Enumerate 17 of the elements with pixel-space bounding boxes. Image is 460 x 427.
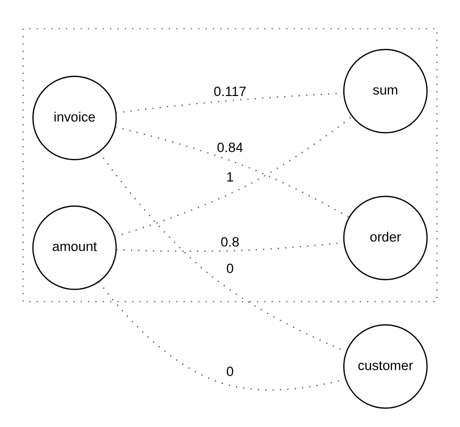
- edge-label: 0: [226, 364, 234, 380]
- connector: [98, 151, 347, 352]
- edge-label: 0.8: [220, 234, 240, 250]
- cluster: [22, 28, 438, 302]
- edge-label: 1: [226, 169, 234, 184]
- edge-label: 0: [226, 261, 234, 276]
- node-circle: customer: [343, 324, 428, 409]
- connector: [114, 116, 352, 238]
- edge-label: 0.84: [216, 140, 244, 156]
- connector: [98, 281, 346, 390]
- node-circle: sum: [343, 48, 428, 134]
- connector: [115, 126, 350, 218]
- connector: [116, 92, 344, 114]
- node-circle: order: [343, 196, 428, 280]
- edge-label: 0.117: [214, 84, 246, 99]
- node-circle: amount: [32, 206, 117, 290]
- node-circle: invoice: [32, 76, 117, 160]
